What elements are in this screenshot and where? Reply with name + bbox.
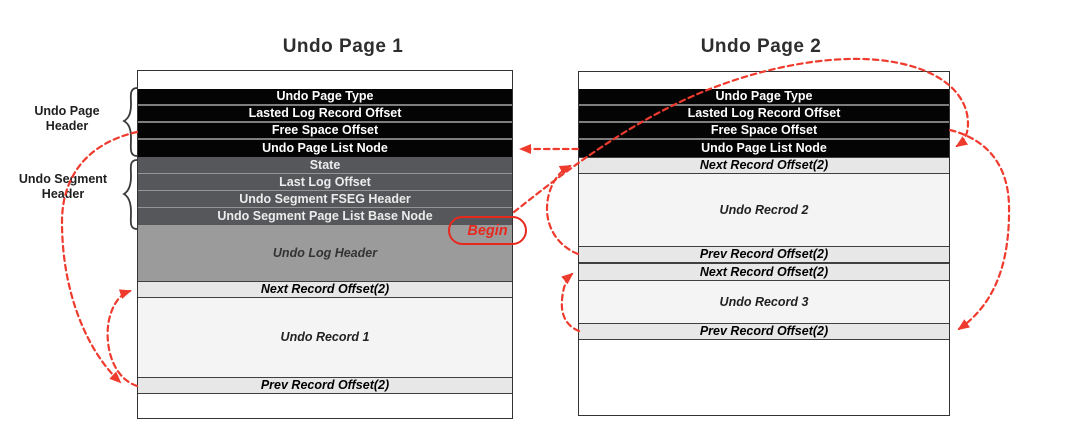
undo-segment-header-label-line2: Header [41, 187, 85, 201]
page1-bottom-gap [138, 394, 512, 418]
undo-page-header-label-line1: Undo Page [34, 104, 100, 118]
undo-segment-header-label: Undo Segment Header [2, 172, 124, 202]
undo-segment-header-brace [122, 159, 138, 230]
undo-page-header-brace [122, 87, 138, 157]
row-lasted-log-record-offset: Lasted Log Record Offset [579, 106, 949, 123]
row-prev-record-offset: Prev Record Offset(2) [579, 323, 949, 340]
undo-page-1-box: Undo Page Type Lasted Log Record Offset … [137, 70, 513, 419]
prev-to-next-record-arrow-page1 [106, 289, 139, 388]
prev2-to-next2-record-arrow-page2 [545, 164, 580, 256]
row-undo-page-type: Undo Page Type [138, 89, 512, 106]
row-prev-record-offset: Prev Record Offset(2) [579, 246, 949, 263]
row-undo-segment-page-list-base-node: Undo Segment Page List Base Node [138, 208, 512, 225]
free-space-to-prev-arrow-page1 [60, 130, 139, 384]
row-undo-page-list-node: Undo Page List Node [138, 140, 512, 157]
row-state: State [138, 157, 512, 174]
row-last-log-offset: Last Log Offset [138, 174, 512, 191]
row-free-space-offset: Free Space Offset [138, 123, 512, 140]
begin-badge-label: Begin [467, 222, 508, 239]
row-undo-record-1: Undo Record 1 [138, 298, 512, 377]
row-next-record-offset: Next Record Offset(2) [579, 157, 949, 174]
begin-badge: Begin [448, 216, 527, 245]
row-lasted-log-record-offset: Lasted Log Record Offset [138, 106, 512, 123]
page2-bottom-gap [579, 340, 949, 415]
prev3-to-next3-record-arrow-page2 [560, 272, 581, 333]
page1-title: Undo Page 1 [282, 36, 404, 57]
row-free-space-offset: Free Space Offset [579, 123, 949, 140]
undo-segment-header-label-line1: Undo Segment [18, 172, 108, 186]
undo-page-header-label: Undo Page Header [10, 104, 124, 134]
row-undo-record-3: Undo Record 3 [579, 281, 949, 323]
row-next-record-offset: Next Record Offset(2) [138, 281, 512, 298]
row-undo-page-list-node: Undo Page List Node [579, 140, 949, 157]
row-undo-record-2: Undo Recrod 2 [579, 174, 949, 246]
undo-page-2-box: Undo Page Type Lasted Log Record Offset … [578, 71, 950, 416]
page2-title: Undo Page 2 [700, 36, 822, 57]
page1-top-gap [138, 71, 512, 89]
free-space-to-prev-arrow-page2 [948, 128, 1011, 331]
row-undo-page-type: Undo Page Type [579, 89, 949, 106]
row-prev-record-offset: Prev Record Offset(2) [138, 377, 512, 394]
page2-top-gap [579, 72, 949, 89]
row-next-record-offset: Next Record Offset(2) [579, 263, 949, 281]
undo-page-header-label-line2: Header [45, 119, 89, 133]
row-undo-segment-fseg-header: Undo Segment FSEG Header [138, 191, 512, 208]
